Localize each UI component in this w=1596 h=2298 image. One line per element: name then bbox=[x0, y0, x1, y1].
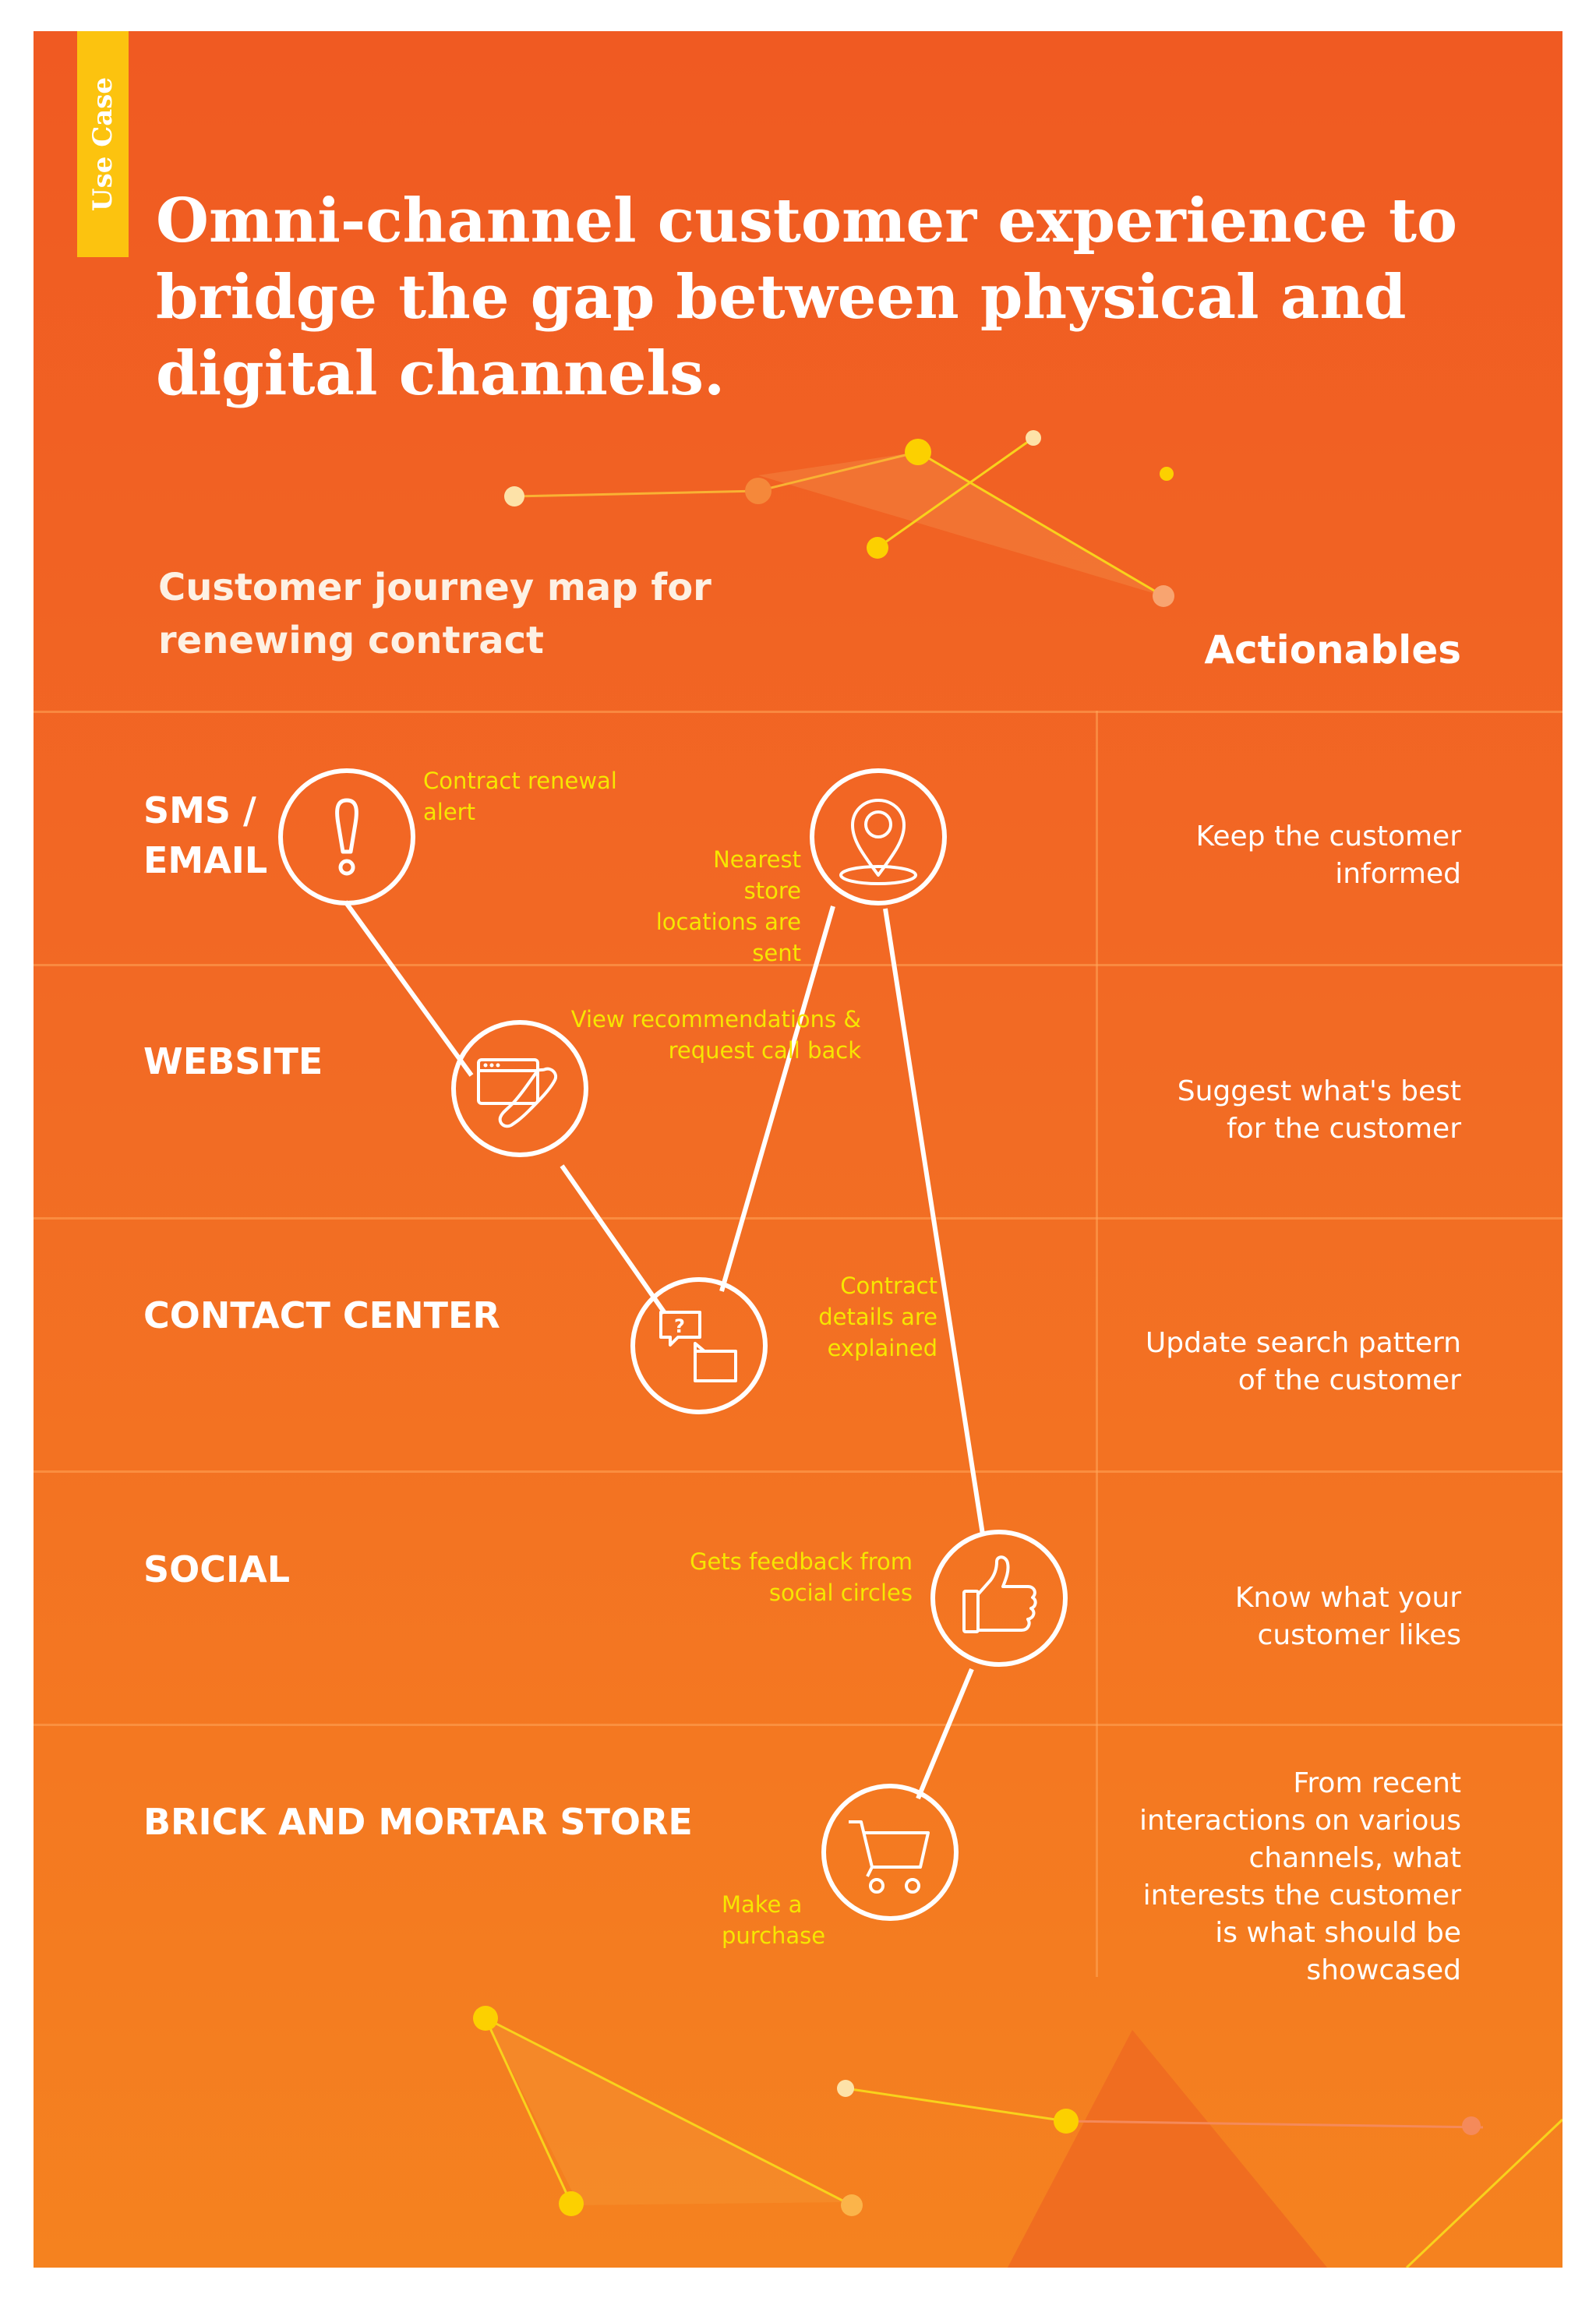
row-divider bbox=[34, 1724, 1562, 1726]
column-divider bbox=[1096, 711, 1098, 1977]
row-divider bbox=[34, 964, 1562, 966]
note-gets-feedback: Gets feedback from social circles bbox=[690, 1548, 913, 1606]
journey-connector bbox=[916, 1668, 974, 1800]
action-website: Suggest what's best for the customer bbox=[1177, 1075, 1461, 1145]
use-case-tag: Use Case bbox=[77, 31, 129, 257]
note-contract-details: Contract details are explained bbox=[818, 1273, 937, 1361]
decorative-network-top bbox=[504, 430, 1174, 607]
journey-grid bbox=[34, 711, 1562, 1977]
row-label-social: SOCIAL bbox=[143, 1548, 291, 1590]
row-label-website: WEBSITE bbox=[143, 1040, 323, 1082]
row-divider bbox=[34, 711, 1562, 713]
stage-contact-center: ? bbox=[630, 1276, 768, 1415]
page-title: Omni-channel customer experience to brid… bbox=[156, 185, 1458, 409]
action-brick-and-mortar-store: From recent interactions on various chan… bbox=[1139, 1767, 1461, 1986]
note-nearest-store-locations: Nearest store locations are sent bbox=[655, 846, 801, 966]
journey-connector bbox=[560, 1164, 667, 1315]
action-sms-email: Keep the customer informed bbox=[1195, 821, 1461, 890]
note-make-a-purchase: Make a purchase bbox=[722, 1891, 826, 1949]
row-label-brick-and-mortar-store: BRICK AND MORTAR STORE bbox=[143, 1801, 693, 1843]
row-divider bbox=[34, 1470, 1562, 1473]
thumbs-up-icon bbox=[930, 1530, 1068, 1667]
journey-connector bbox=[343, 900, 474, 1077]
stage-alert bbox=[277, 768, 416, 906]
actionables-heading: Actionables bbox=[1204, 627, 1461, 672]
row-divider bbox=[34, 1217, 1562, 1220]
decorative-network-bottom bbox=[473, 2006, 1562, 2268]
shopping-cart-icon bbox=[821, 1784, 959, 1921]
chat-bubbles-icon: ? bbox=[630, 1277, 768, 1414]
action-contact-center: Update search pattern of the customer bbox=[1145, 1327, 1461, 1396]
note-view-recommendations: View recommendations & request call back bbox=[570, 1006, 861, 1064]
row-label-contact-center: CONTACT CENTER bbox=[143, 1294, 500, 1336]
journey-connector bbox=[883, 908, 985, 1535]
row-label-sms-email: SMS / EMAIL bbox=[143, 789, 268, 881]
alert-icon bbox=[278, 768, 415, 905]
stage-website bbox=[450, 1019, 589, 1158]
svg-text:?: ? bbox=[674, 1315, 685, 1337]
stage-brick-and-mortar-store bbox=[821, 1783, 959, 1922]
journey-path bbox=[343, 900, 985, 1800]
location-pin-icon bbox=[810, 768, 947, 905]
note-contract-renewal-alert: Contract renewal alert bbox=[423, 768, 617, 825]
action-social: Know what your customer likes bbox=[1234, 1582, 1461, 1651]
stage-social bbox=[930, 1529, 1068, 1668]
poster: Use Case Omni-channel customer experienc… bbox=[34, 31, 1562, 2268]
journey-subtitle: Customer journey map for renewing contra… bbox=[158, 566, 711, 662]
browser-phone-icon bbox=[451, 1020, 588, 1157]
stage-store-locations bbox=[809, 768, 948, 906]
journey-connector bbox=[719, 905, 835, 1292]
